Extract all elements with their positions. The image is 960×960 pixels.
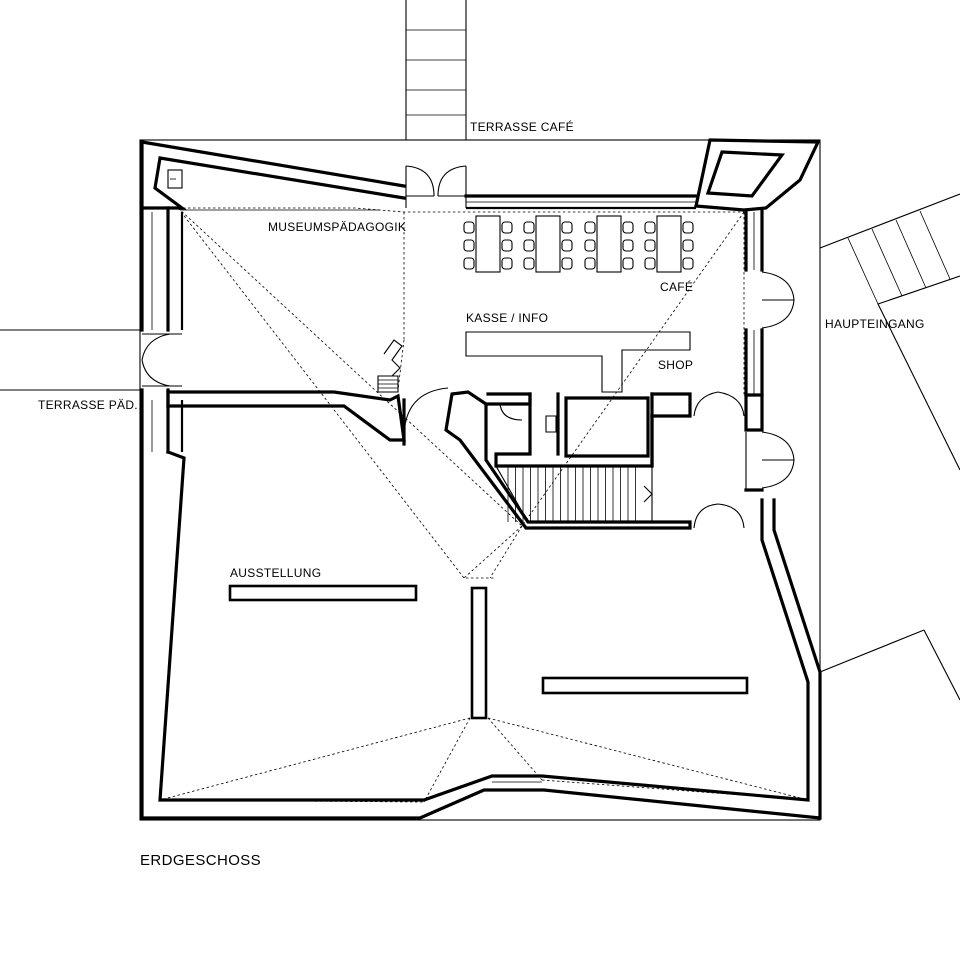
- kasse-info-label: KASSE / INFO: [466, 311, 548, 325]
- cafe-table: [596, 215, 622, 273]
- cafe-table: [475, 215, 501, 273]
- cafe-chair: [463, 239, 475, 252]
- cafe-table: [656, 215, 682, 273]
- cafe-chair: [682, 239, 694, 252]
- doors: [141, 165, 795, 529]
- stairs: [377, 339, 653, 523]
- drawing-title: ERDGESCHOSS: [140, 852, 261, 869]
- shop-label: SHOP: [658, 358, 693, 372]
- cafe-chair: [584, 239, 596, 252]
- cafe-chair: [501, 257, 513, 270]
- cafe-chair: [622, 239, 634, 252]
- museumspaedagogik-label: MUSEUMSPÄDAGOGIK: [268, 220, 406, 234]
- cafe-chair: [463, 221, 475, 234]
- terrasse-cafe-steps: [405, 0, 467, 140]
- cafe-chair: [523, 257, 535, 270]
- cafe-chair: [644, 257, 656, 270]
- labels: TERRASSE CAFÉ MUSEUMSPÄDAGOGIK CAFÉ KASS…: [38, 119, 925, 869]
- cafe-chair: [501, 221, 513, 234]
- cafe-chair: [622, 257, 634, 270]
- exterior-context: [0, 0, 960, 821]
- cafe-chair: [644, 239, 656, 252]
- terrasse-paed-lines: [0, 329, 140, 391]
- terrasse-paed-label: TERRASSE PÄD.: [38, 398, 138, 412]
- cafe-chair: [561, 239, 573, 252]
- main-walls: [140, 138, 822, 820]
- cafe-label: CAFÉ: [660, 279, 693, 294]
- ausstellung-label: AUSSTELLUNG: [230, 566, 321, 580]
- haupteingang-label: HAUPTEINGANG: [825, 317, 925, 331]
- cafe-chair: [682, 257, 694, 270]
- cafe-chair: [682, 221, 694, 234]
- cafe-chair: [561, 257, 573, 270]
- cafe-chair: [622, 221, 634, 234]
- cafe-chair: [501, 239, 513, 252]
- windows: [151, 201, 755, 783]
- cafe-chair: [523, 221, 535, 234]
- cafe-chair: [644, 221, 656, 234]
- cafe-chair: [584, 221, 596, 234]
- cafe-chair: [463, 257, 475, 270]
- furniture: [167, 169, 749, 695]
- cafe-chair: [523, 239, 535, 252]
- cafe-table: [535, 215, 561, 273]
- cafe-chair: [584, 257, 596, 270]
- terrasse-cafe-label: TERRASSE CAFÉ: [470, 119, 574, 134]
- cafe-chair: [561, 221, 573, 234]
- haupteingang-steps: [819, 193, 960, 701]
